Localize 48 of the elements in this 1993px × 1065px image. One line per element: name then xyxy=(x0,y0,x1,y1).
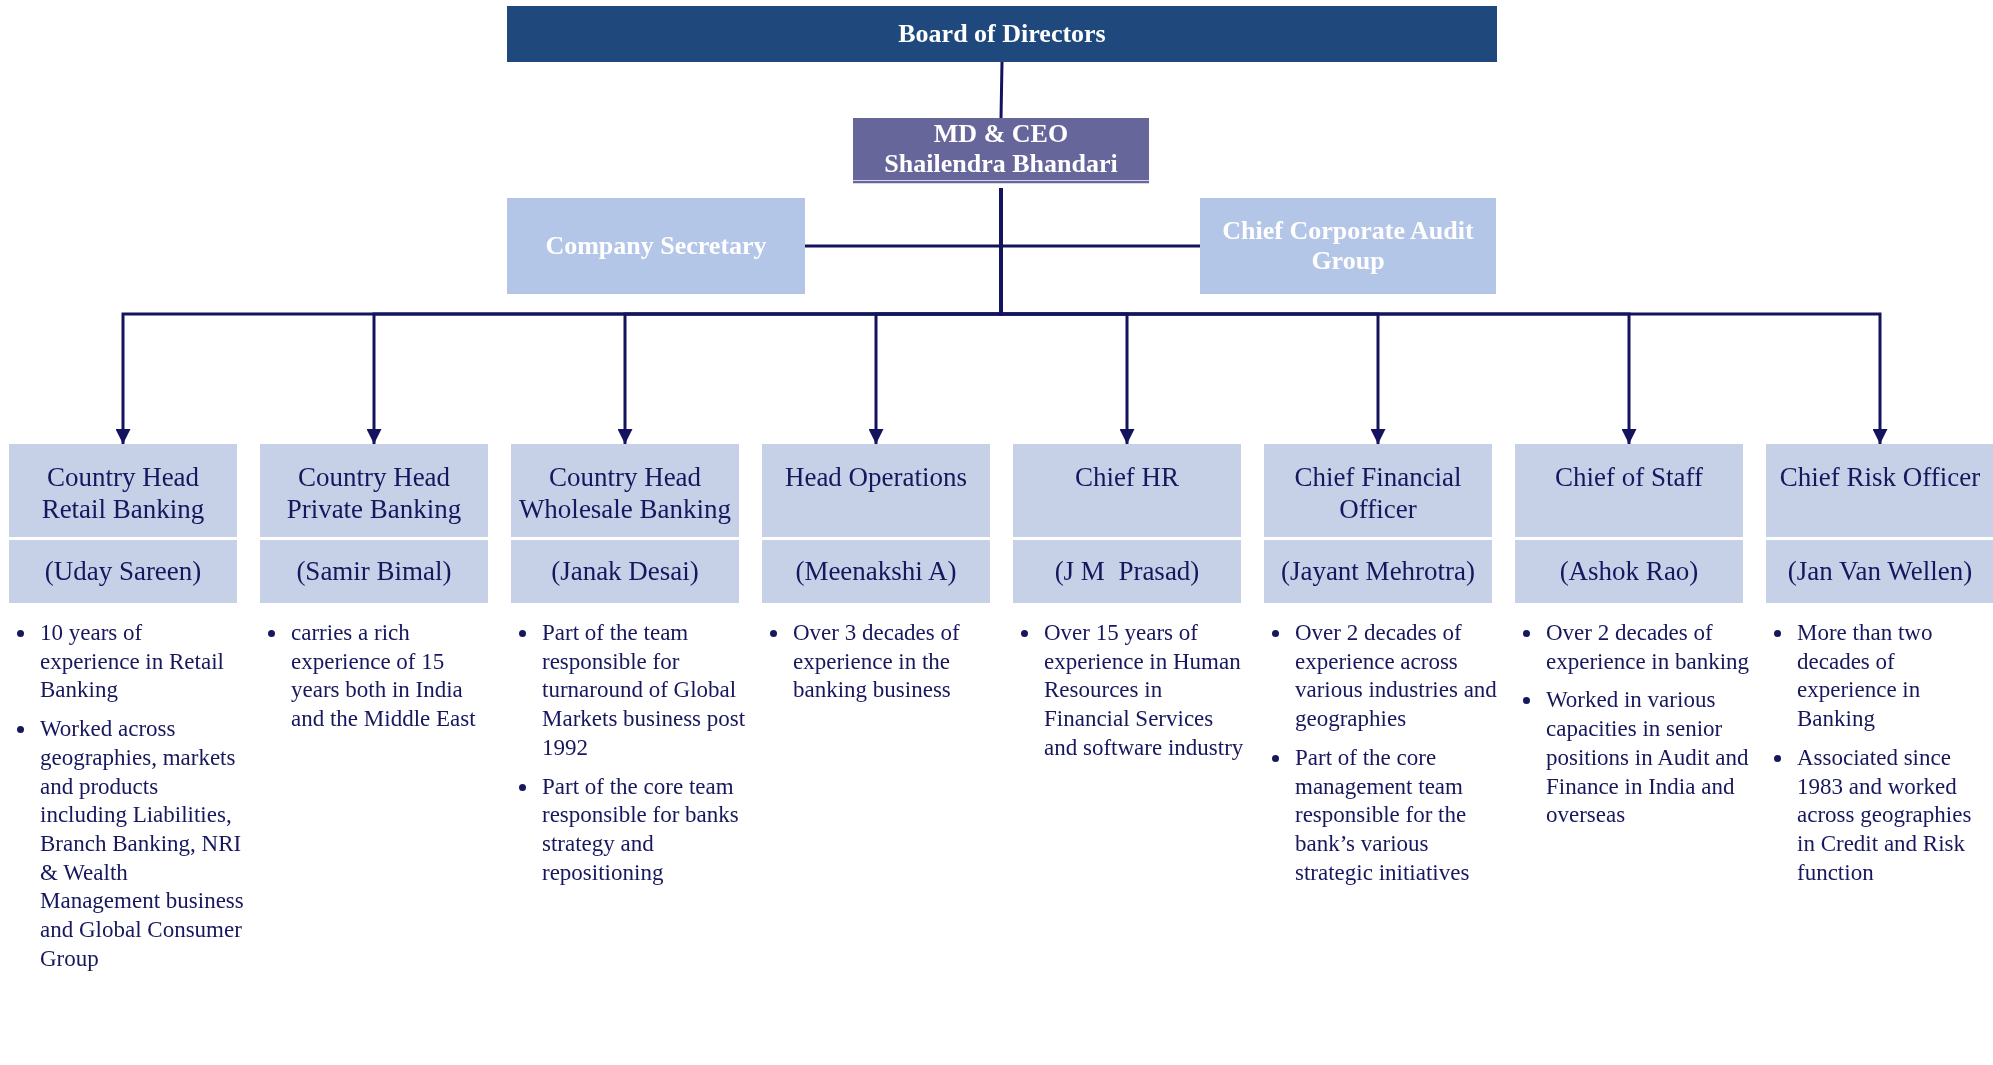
role-box xyxy=(507,198,805,294)
ceo-box xyxy=(853,118,1149,184)
bullet-text: Part of the team responsible for turnaround of Global Markets business post 1992 xyxy=(542,619,747,762)
bullet-text: Over 2 decades of experience in banking xyxy=(1546,619,1751,676)
person-name: (Samir Bimal) xyxy=(295,555,453,588)
role-title: Chief HR xyxy=(1013,444,1241,540)
bullet-text: Part of the core management team responsible for the bank’s various strategic initiatives xyxy=(1295,743,1471,887)
role-title: Head Operations xyxy=(762,444,990,540)
role-title: Country Head Private Banking xyxy=(260,444,488,540)
role-title: Country Head Wholesale Banking xyxy=(511,444,739,540)
role-title: Country Head Retail Banking xyxy=(9,444,237,540)
box-title: Chief Corporate Audit Group xyxy=(1222,216,1474,276)
person-name: (Janak Desai) xyxy=(550,555,700,588)
role-card xyxy=(1264,444,1492,603)
box-title: MD & CEO xyxy=(933,119,1069,149)
bullet-text: carries a rich experience of 15 years both in India and the Middle East xyxy=(291,619,477,734)
role-title: Chief Risk Officer xyxy=(1766,444,1993,540)
bullet-text: Over 3 decades of experience in the banking business xyxy=(793,619,961,705)
role-title: Chief Financial Officer xyxy=(1264,444,1492,540)
person-name: (Uday Sareen) xyxy=(43,555,203,588)
bullet-text: Part of the core team responsible for banks strategy and repositioning xyxy=(542,772,740,887)
arrow xyxy=(999,188,1888,444)
bullet-text: Over 2 decades of experience across various industries and geographies xyxy=(1295,619,1498,734)
bullet-text: 10 years of experience in Retail Banking xyxy=(40,619,225,705)
bullet-text: Worked across geographies, markets and products including Liabilities, Branch Banking, NRI & Wealth Management business and Global Consumer Group xyxy=(40,715,245,973)
role-card xyxy=(1515,444,1743,603)
person-name: (Jan Van Wellen) xyxy=(1786,555,1974,588)
role-card xyxy=(260,444,488,603)
bullet-text: More than two decades of experience in Banking xyxy=(1797,619,1934,734)
person-name: (J M Prasad) xyxy=(1053,555,1201,588)
person-name: Shailendra Bhandari xyxy=(884,149,1118,179)
role-card xyxy=(511,444,739,603)
bullet-text: Worked in various capacities in senior positions in Audit and Finance in India and overseas xyxy=(1546,686,1750,830)
role-box xyxy=(1200,198,1496,294)
role-title: Chief of Staff xyxy=(1515,444,1743,540)
person-name: (Meenakshi A) xyxy=(794,555,958,588)
role-card xyxy=(1013,444,1241,603)
person-name: (Ashok Rao) xyxy=(1558,555,1700,588)
bullet-text: Associated since 1983 and worked across geographies in Credit and Risk function xyxy=(1797,743,1973,887)
role-card xyxy=(1766,444,1993,603)
role-card xyxy=(9,444,237,603)
box-title: Company Secretary xyxy=(545,231,767,261)
person-name: (Jayant Mehrotra) xyxy=(1279,555,1477,588)
board-box xyxy=(507,6,1497,62)
bullet-text: Over 15 years of experience in Human Resources in Financial Services and software industry xyxy=(1044,619,1245,762)
box-title: Board of Directors xyxy=(898,19,1106,49)
connector-line xyxy=(999,61,1004,119)
role-card xyxy=(762,444,990,603)
